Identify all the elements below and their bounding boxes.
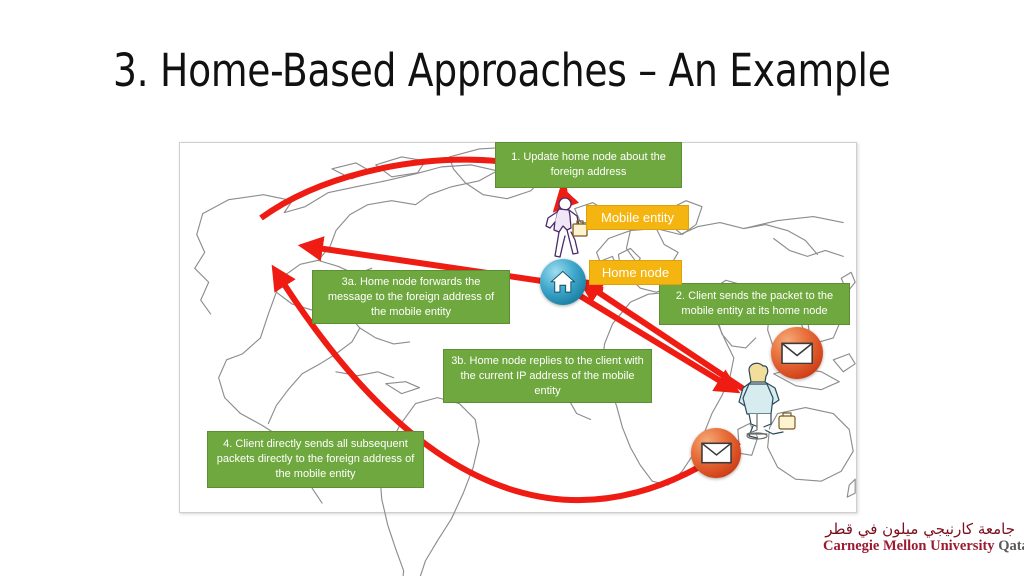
callout-step-3a: 3a. Home node forwards the message to th…: [312, 270, 510, 324]
page-title: 3. Home-Based Approaches – An Example: [113, 44, 891, 97]
home-node-icon: [540, 259, 586, 305]
label-home-node: Home node: [589, 260, 682, 285]
callout-step-3b: 3b. Home node replies to the client with…: [443, 349, 652, 403]
logo-arabic-text: جامعة كارنيجي ميلون في قطر: [825, 520, 1015, 538]
label-mobile-entity: Mobile entity: [586, 205, 689, 230]
callout-step-2: 2. Client sends the packet to the mobile…: [659, 283, 850, 325]
mail-sphere-icon: [771, 327, 823, 379]
envelope-icon: [781, 342, 813, 364]
envelope-icon: [700, 442, 732, 464]
logo-secondary-text: Qatar: [998, 538, 1024, 554]
logo-latin-text: Carnegie Mellon University Qatar: [823, 538, 1024, 555]
client-figure: [723, 358, 801, 440]
cmu-qatar-logo: جامعة كارنيجي ميلون في قطر Carnegie Mell…: [823, 520, 1024, 555]
logo-primary-text: Carnegie Mellon University: [823, 538, 995, 554]
mail-sphere-icon: [691, 428, 741, 478]
mobile-entity-figure: [537, 196, 591, 260]
callout-step-4: 4. Client directly sends all subsequent …: [207, 431, 424, 488]
callout-step-1: 1. Update home node about the foreign ad…: [495, 142, 682, 188]
